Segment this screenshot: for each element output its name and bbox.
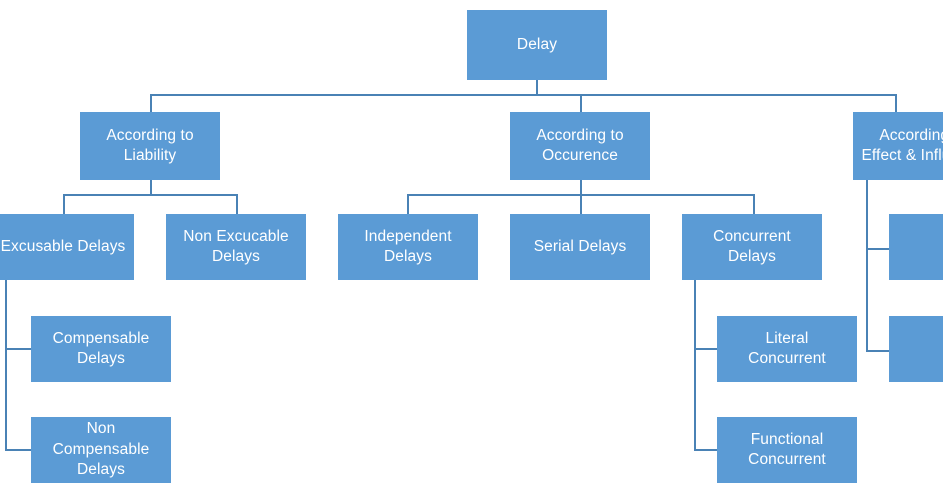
node-functional-concurrent[interactable]: Functional Concurrent (717, 417, 857, 483)
connector-drop-excusable (63, 194, 65, 214)
connector-concurrent-trunk (694, 280, 696, 450)
node-literal-concurrent[interactable]: Literal Concurrent (717, 316, 857, 382)
connector-drop-effect (895, 94, 897, 112)
connector-excusable-arm-1 (5, 348, 33, 350)
node-independent-delays[interactable]: Independent Delays (338, 214, 478, 280)
connector-excusable-arm-2 (5, 449, 33, 451)
connector-effect-arm-1 (866, 248, 891, 250)
connector-level1-bus (150, 94, 896, 96)
connector-drop-occurence (580, 94, 582, 112)
node-effect-child-1[interactable]: C (889, 214, 943, 280)
node-non-compensable-delays[interactable]: Non Compensable Delays (31, 417, 171, 483)
node-according-to-liability[interactable]: According to Liability (80, 112, 220, 180)
node-according-to-occurence[interactable]: According to Occurence (510, 112, 650, 180)
connector-concurrent-arm-1 (694, 348, 719, 350)
connector-drop-non-excucable (236, 194, 238, 214)
connector-effect-arm-2 (866, 350, 891, 352)
connector-liability-bus (63, 194, 237, 196)
connector-excusable-trunk (5, 280, 7, 450)
node-concurrent-delays[interactable]: Concurrent Delays (682, 214, 822, 280)
connector-liability-stem (150, 180, 152, 196)
connector-delay-stem (536, 80, 538, 96)
connector-drop-concurrent (753, 194, 755, 214)
connector-drop-liability (150, 94, 152, 112)
node-according-to-effect-influence[interactable]: According to Effect & Influence (853, 112, 943, 180)
connector-drop-serial (580, 194, 582, 214)
node-non-excucable-delays[interactable]: Non Excucable Delays (166, 214, 306, 280)
connector-effect-trunk (866, 180, 868, 350)
connector-drop-independent (407, 194, 409, 214)
connector-occurence-stem (580, 180, 582, 196)
node-delay[interactable]: Delay (467, 10, 607, 80)
node-serial-delays[interactable]: Serial Delays (510, 214, 650, 280)
node-effect-child-2[interactable]: Non (889, 316, 943, 382)
connector-concurrent-arm-2 (694, 449, 719, 451)
node-excusable-delays[interactable]: Excusable Delays (0, 214, 134, 280)
node-compensable-delays[interactable]: Compensable Delays (31, 316, 171, 382)
